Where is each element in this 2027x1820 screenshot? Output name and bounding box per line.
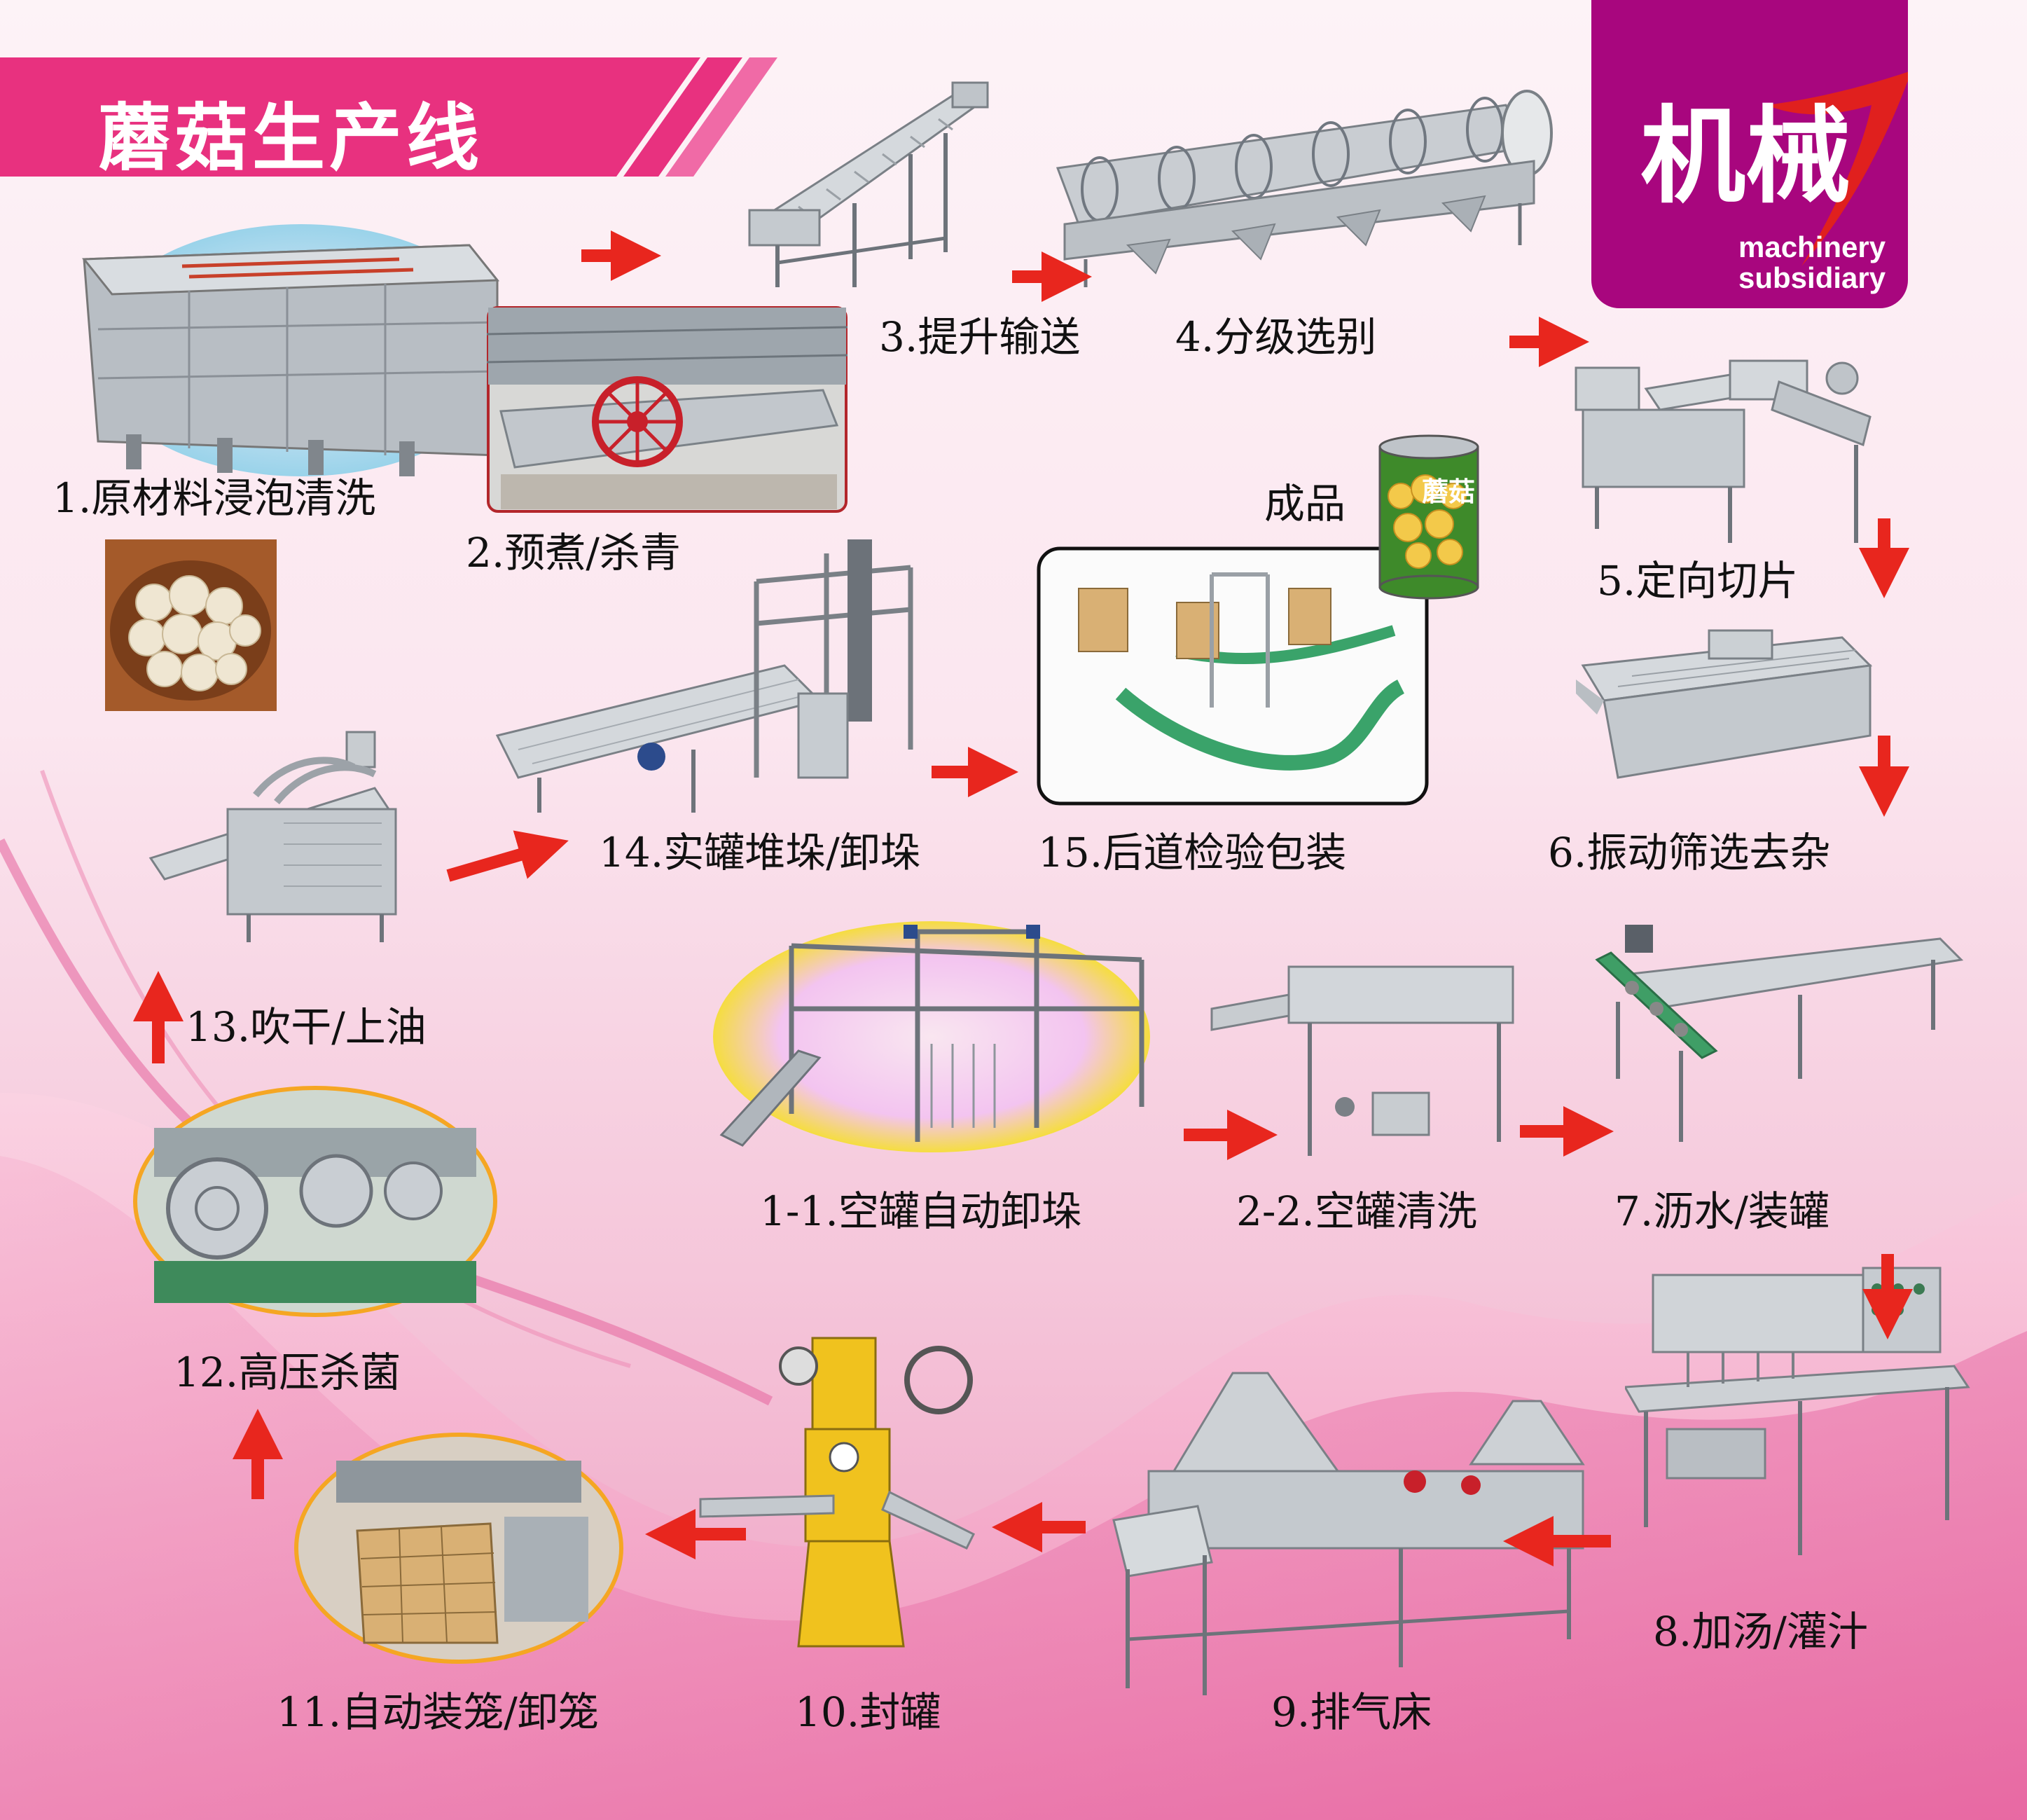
step-12-label: 12.高压杀菌 [174,1349,401,1396]
filling-conveyor-image [1595,925,1964,1142]
grading-drum-image [1056,90,1553,287]
retort-photo [133,1086,497,1317]
brand-logo: 机械 machinery subsidiary [1591,0,1908,308]
empty-can-depalletizer-image [713,921,1150,1152]
step-15-label: 15.后道检验包装 [1038,829,1347,876]
precooking-machine-photo [487,306,848,513]
lift-conveyor-image [748,81,989,287]
mushroom-basket-photo [105,539,277,711]
step-11-label: 11.自动装笼/卸笼 [277,1688,599,1736]
empty-can-washer-image [1210,965,1514,1156]
finished-product-label: 成品 [1264,480,1346,528]
exhaust-box-image [1112,1372,1585,1695]
can-label-text: 蘑菇 [1422,476,1476,507]
title-banner [0,57,777,177]
step-1-label: 1.原材料浸泡清洗 [53,474,376,522]
step-5-label: 5.定向切片 [1597,557,1799,605]
step-1-1-label: 1-1.空罐自动卸垛 [760,1187,1082,1235]
logo-main-text: 机械 [1640,95,1850,218]
step-14-label: 14.实罐堆垛/卸垛 [599,829,921,876]
liquid-filling-machine-image [1625,1267,1970,1555]
crating-machine-photo [294,1433,623,1664]
finished-can-image [1378,434,1479,600]
slicing-machine-image [1575,359,1872,543]
palletizer-image [495,539,913,813]
step-6-label: 6.振动筛选去杂 [1548,829,1831,876]
step-7-label: 7.沥水/装罐 [1614,1187,1829,1235]
logo-line2: subsidiary [1738,261,1886,294]
step-10-label: 10.封罐 [795,1688,941,1736]
step-9-label: 9.排气床 [1271,1688,1432,1736]
step-2-2-label: 2-2.空罐清洗 [1236,1187,1477,1235]
step-4-label: 4.分级选别 [1175,313,1377,361]
soaking-tank-image [81,224,511,476]
page-title: 蘑菇生产线 [98,95,484,181]
step-13-label: 13.吹干/上油 [186,1003,427,1051]
logo-swoosh-icon [1766,71,1908,266]
blow-dryer-image [148,731,397,942]
packaging-line-photo [1037,546,1429,806]
step-2-label: 2.预煮/杀青 [466,529,681,577]
vibrating-screen-image [1576,629,1873,779]
step-8-label: 8.加汤/灌汁 [1653,1608,1868,1655]
can-seamer-image [699,1337,976,1648]
logo-line1: machinery [1738,230,1886,263]
step-3-label: 3.提升输送 [879,313,1081,361]
